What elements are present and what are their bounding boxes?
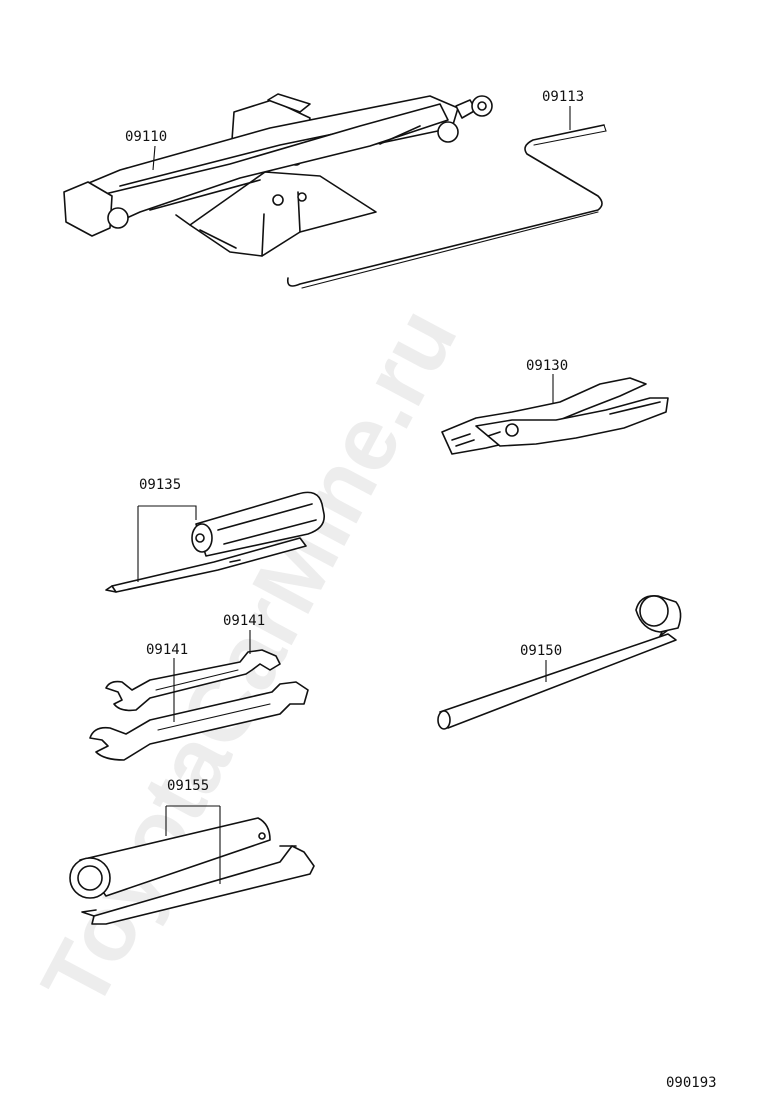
leader-09110 (152, 145, 156, 171)
wheel-nut-wrench-icon[interactable] (437, 594, 682, 730)
part-label-09130[interactable]: 09130 (526, 358, 568, 374)
plug-wrench-icon[interactable] (69, 817, 315, 925)
part-label-09135[interactable]: 09135 (139, 477, 181, 493)
leader-09135 (137, 505, 197, 582)
part-label-09150[interactable]: 09150 (520, 643, 562, 659)
part-label-09113[interactable]: 09113 (542, 89, 584, 105)
figure-code: 090193 (666, 1075, 717, 1091)
jack-handle-icon[interactable] (286, 124, 607, 289)
scissor-jack-icon[interactable] (63, 93, 493, 257)
part-label-09141-top[interactable]: 09141 (223, 613, 265, 629)
part-label-09110[interactable]: 09110 (125, 129, 167, 145)
part-label-09155[interactable]: 09155 (167, 778, 209, 794)
pliers-icon[interactable] (441, 377, 669, 455)
screwdriver-icon[interactable] (105, 491, 325, 593)
part-label-09141-bottom[interactable]: 09141 (146, 642, 188, 658)
leader-09155 (165, 805, 221, 884)
open-end-wrench-icon[interactable] (89, 649, 309, 761)
